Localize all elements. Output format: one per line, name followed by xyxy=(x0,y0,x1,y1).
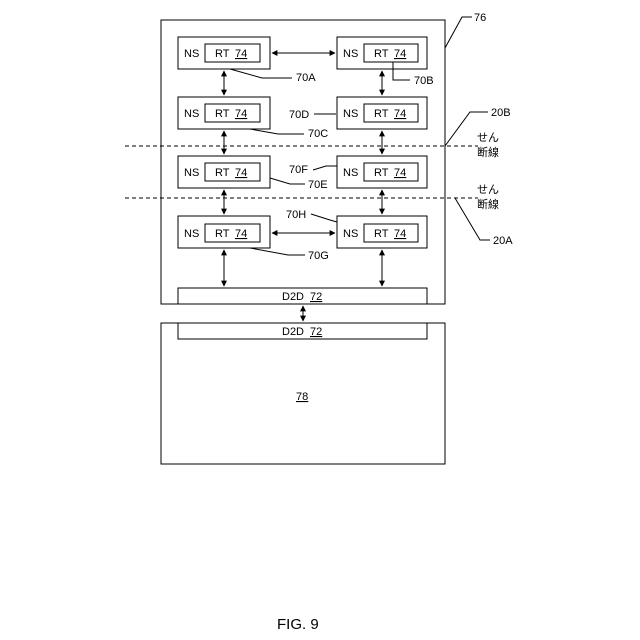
svg-text:74: 74 xyxy=(394,48,406,60)
svg-text:RT: RT xyxy=(374,228,389,240)
tile-70E: NS RT 74 xyxy=(178,156,270,188)
svg-text:RT: RT xyxy=(215,108,230,120)
d2d-top-ref: 72 xyxy=(310,291,322,303)
svg-text:NS: NS xyxy=(343,228,358,240)
svg-text:RT: RT xyxy=(374,48,389,60)
svg-text:74: 74 xyxy=(235,48,247,60)
svg-text:74: 74 xyxy=(235,167,247,179)
svg-text:74: 74 xyxy=(394,228,406,240)
label-70D: 70D xyxy=(289,109,309,121)
d2d-top-label: D2D xyxy=(282,291,304,303)
svg-text:NS: NS xyxy=(184,108,199,120)
label-70A: 70A xyxy=(296,72,316,84)
tile-70A: NS RT 74 xyxy=(178,37,270,69)
svg-text:NS: NS xyxy=(184,228,199,240)
svg-text:74: 74 xyxy=(394,108,406,120)
d2d-bottom-ref: 72 xyxy=(310,326,322,338)
svg-text:NS: NS xyxy=(343,167,358,179)
leader-70H xyxy=(311,214,337,222)
label-78: 78 xyxy=(296,391,308,403)
label-70G: 70G xyxy=(308,250,329,262)
cut-label-20B-line1: せん xyxy=(477,131,499,144)
leader-70G xyxy=(250,248,305,255)
svg-text:RT: RT xyxy=(215,48,230,60)
d2d-bottom-label: D2D xyxy=(282,326,304,338)
label-20B: 20B xyxy=(491,107,511,119)
cut-label-20B-line2: 断線 xyxy=(477,145,499,159)
label-70E: 70E xyxy=(308,179,328,191)
leader-70E xyxy=(270,178,305,184)
label-70H: 70H xyxy=(286,209,306,221)
tile-70C: NS RT 74 xyxy=(178,97,270,129)
tile-70F: NS RT 74 xyxy=(337,156,427,188)
cut-label-20A-line2: 断線 xyxy=(477,197,499,211)
tile-70D: NS RT 74 xyxy=(337,97,427,129)
svg-text:RT: RT xyxy=(374,167,389,179)
top-die-76 xyxy=(161,20,445,304)
svg-text:RT: RT xyxy=(215,167,230,179)
label-70C: 70C xyxy=(308,128,328,140)
tile-70G: NS RT 74 xyxy=(178,216,270,248)
tile-70H: NS RT 74 xyxy=(337,216,427,248)
label-70F: 70F xyxy=(289,164,308,176)
label-70B: 70B xyxy=(414,75,434,87)
svg-text:74: 74 xyxy=(235,108,247,120)
tile-70B: NS RT 74 xyxy=(337,37,427,69)
svg-text:NS: NS xyxy=(184,48,199,60)
label-20A: 20A xyxy=(493,235,513,247)
svg-text:74: 74 xyxy=(394,167,406,179)
label-76: 76 xyxy=(474,12,486,24)
leader-70C xyxy=(250,129,304,134)
svg-text:RT: RT xyxy=(374,108,389,120)
leader-70A xyxy=(230,69,292,78)
svg-text:NS: NS xyxy=(343,48,358,60)
svg-text:NS: NS xyxy=(184,167,199,179)
svg-text:74: 74 xyxy=(235,228,247,240)
svg-text:NS: NS xyxy=(343,108,358,120)
leader-70B xyxy=(393,62,410,80)
cut-label-20A-line1: せん xyxy=(477,183,499,196)
leader-70F xyxy=(313,166,337,170)
leader-76 xyxy=(445,17,472,48)
svg-text:RT: RT xyxy=(215,228,230,240)
figure-caption: FIG. 9 xyxy=(277,616,319,633)
